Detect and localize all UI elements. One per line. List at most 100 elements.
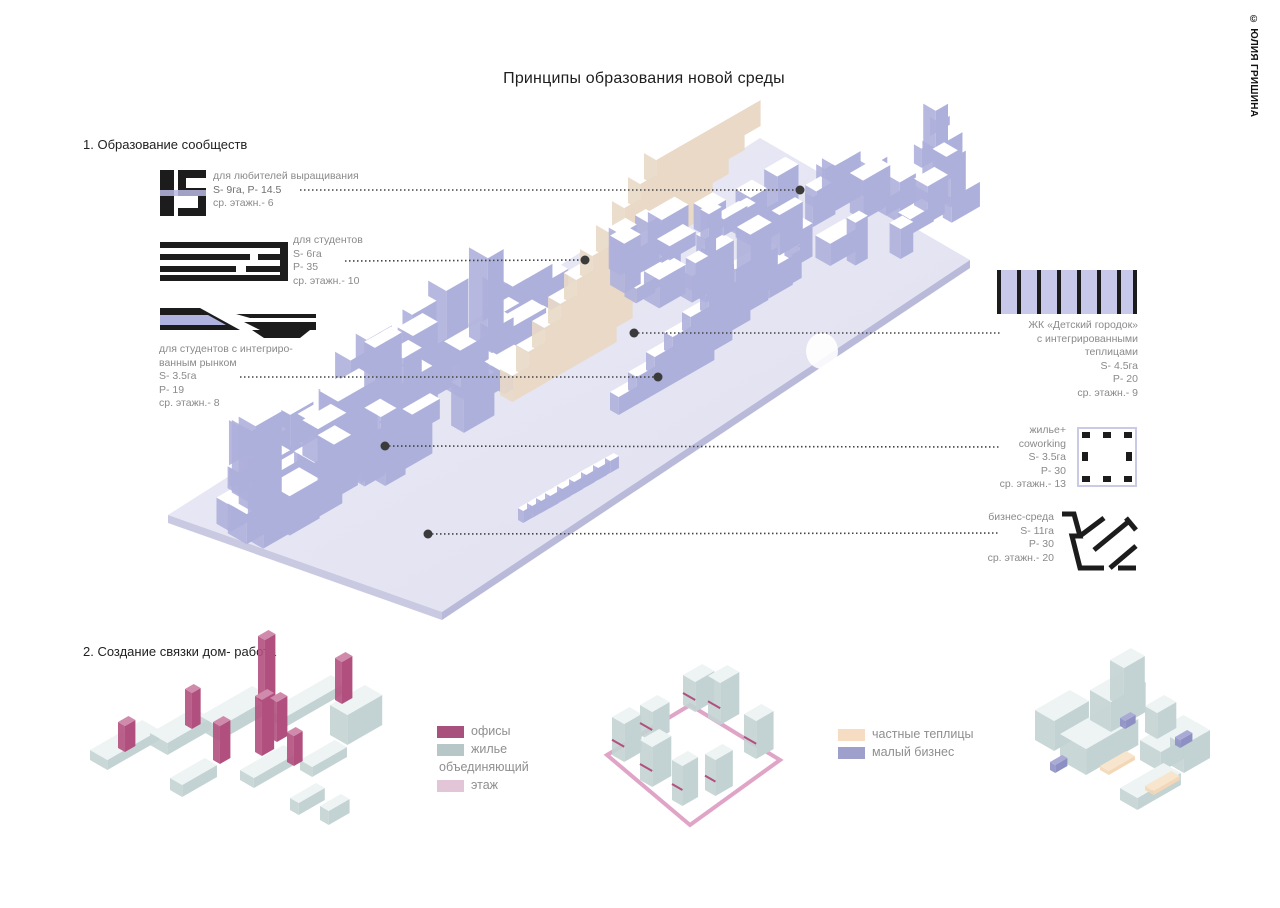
copyright-text: © ЮЛИЯ ГРИШИНА xyxy=(1248,14,1259,118)
building-block xyxy=(643,255,686,309)
legend-item-linking-floor: объединяющий xyxy=(439,760,529,774)
building-block xyxy=(771,197,803,256)
page-title: Принципы образования новой среды xyxy=(503,70,785,87)
legend-item-greenhouses: частные теплицы xyxy=(838,725,973,743)
small-business-block xyxy=(1120,712,1136,729)
building-block xyxy=(849,157,891,221)
building-block xyxy=(468,238,504,348)
office-floor-band xyxy=(611,738,625,748)
housing-tower xyxy=(612,707,642,762)
building-blocks xyxy=(216,93,980,549)
building-block xyxy=(317,425,352,491)
legend-item-linking-floor-2: этаж xyxy=(437,776,529,794)
housing-block xyxy=(170,758,217,797)
office-floor-band xyxy=(671,783,683,791)
office-tower xyxy=(335,652,353,704)
building-block xyxy=(364,398,397,444)
office-tower xyxy=(270,692,288,742)
legend-offices-housing: офисы жилье объединяющий этаж xyxy=(437,722,529,794)
office-floor-band xyxy=(707,700,721,710)
housing-block xyxy=(1035,690,1089,751)
greenhouse-business-diagram xyxy=(1035,648,1211,810)
office-tower xyxy=(185,684,201,729)
housing-tower xyxy=(672,751,699,806)
building-block xyxy=(914,166,948,214)
linking-floor-diagram xyxy=(603,664,784,828)
legend-item-offices: офисы xyxy=(437,722,529,740)
building-block xyxy=(846,210,868,266)
housing-tower xyxy=(640,729,672,787)
housing-block xyxy=(240,745,298,788)
housing-block xyxy=(1110,648,1145,708)
market-block xyxy=(593,460,607,480)
office-floor-band xyxy=(682,692,696,701)
swatch-offices xyxy=(437,725,464,738)
small-business-block xyxy=(1050,755,1068,773)
housing-block xyxy=(290,783,325,815)
leader-line xyxy=(384,445,1001,448)
market-block xyxy=(569,474,583,494)
office-floor-band xyxy=(639,763,653,772)
office-floor-band xyxy=(743,735,757,745)
building-block xyxy=(269,467,320,536)
legend-greenhouse-business: частные теплицы малый бизнес xyxy=(838,725,973,761)
leader-dot xyxy=(653,372,663,382)
building-block xyxy=(700,202,722,243)
legend-item-housing: жилье xyxy=(437,740,529,758)
housing-tower xyxy=(708,665,740,725)
community-label-kids-town: ЖК «Детский городок» с интегрированными … xyxy=(1028,319,1138,399)
community-label-students-market: для студентов с интегриро- ванным рынком… xyxy=(159,343,293,409)
housing-tower xyxy=(744,704,774,759)
building-block xyxy=(364,326,402,402)
greenhouse-block xyxy=(1145,771,1180,795)
housing-tower xyxy=(705,744,733,796)
leader-dot xyxy=(423,529,433,539)
housing-block xyxy=(300,740,347,777)
building-block xyxy=(610,226,641,294)
greenhouse-bar xyxy=(644,93,761,186)
building-block xyxy=(238,401,282,514)
building-block xyxy=(736,214,772,282)
housing-block xyxy=(320,794,350,825)
office-tower xyxy=(258,630,276,704)
swatch-housing xyxy=(437,743,464,756)
office-tower xyxy=(287,727,303,766)
leader-dot xyxy=(380,441,390,451)
leader-dot xyxy=(795,185,805,195)
office-tower xyxy=(118,716,136,752)
small-business-block xyxy=(1175,730,1193,748)
copyright-credit: © ЮЛИЯ ГРИШИНА xyxy=(1248,14,1268,134)
leader-dot xyxy=(629,328,639,338)
community-label-business: бизнес-среда S- 11га P- 30 ср. этажн.- 2… xyxy=(987,511,1054,564)
building-block xyxy=(889,215,914,260)
section-1-heading: 1. Образование сообществ xyxy=(83,137,248,152)
building-block xyxy=(444,324,489,398)
swatch-small-business xyxy=(838,746,865,759)
building-block xyxy=(656,223,696,261)
leader-line xyxy=(344,259,586,262)
leader-line xyxy=(427,532,1001,535)
legend-item-small-business: малый бизнес xyxy=(838,743,973,761)
office-floor-band xyxy=(704,774,716,783)
building-block xyxy=(685,250,709,293)
housing-block xyxy=(1145,695,1177,739)
dome-pavilion xyxy=(806,333,838,369)
leader-dot xyxy=(580,255,590,265)
greenhouse-block xyxy=(1100,751,1135,775)
community-label-coworking: жилье+ coworking S- 3.5га P- 30 ср. этаж… xyxy=(999,424,1066,490)
community-label-students: для студентов S- 6га P- 35 ср. этажн.- 1… xyxy=(293,234,363,287)
market-block xyxy=(557,481,571,501)
community-label-growers: для любителей выращивания S- 9га, P- 14.… xyxy=(213,170,359,209)
market-block xyxy=(605,453,619,473)
building-block xyxy=(402,393,440,435)
office-floor-band xyxy=(639,722,653,731)
swatch-greenhouses xyxy=(838,728,865,741)
office-tower xyxy=(213,716,231,764)
offices-housing-diagram xyxy=(90,630,383,825)
market-block xyxy=(545,488,559,508)
building-block xyxy=(764,156,799,216)
section-2-heading: 2. Создание связки дом- работа xyxy=(83,644,277,659)
leader-lines xyxy=(240,185,1001,539)
